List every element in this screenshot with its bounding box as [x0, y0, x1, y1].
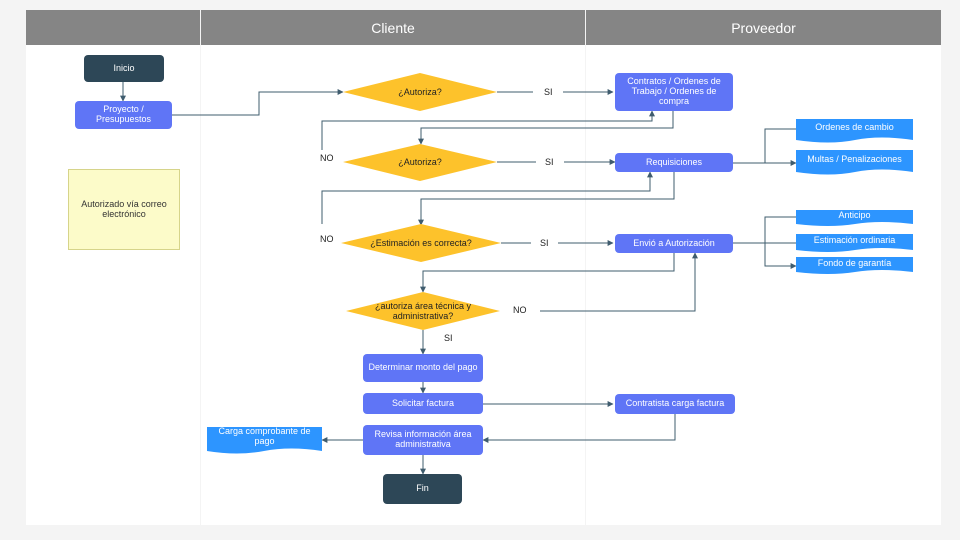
document-carga-shape: [207, 427, 322, 454]
decision-tecnica-shape: [346, 292, 500, 330]
decision-tecnica-label[interactable]: ¿autoriza área técnica y administrativa?: [374, 300, 472, 321]
proyecto-node[interactable]: Proyecto / Presupuestos: [75, 101, 172, 129]
edge-autoriza2-no-loop: [321, 171, 653, 224]
fondo-garantia-label[interactable]: Fondo de garantía: [817, 257, 892, 268]
decision-autoriza2-shape: [343, 144, 497, 181]
edge-requisiciones-branches: [733, 128, 796, 163]
lane-cliente-header: Cliente: [201, 10, 585, 45]
decision-autoriza1-label[interactable]: ¿Autoriza?: [398, 86, 442, 97]
determinar-node[interactable]: Determinar monto del pago: [363, 354, 483, 382]
decision-autoriza1-shape: [343, 73, 497, 111]
edge-label-no-3: NO: [513, 305, 527, 315]
lane-proveedor-header: Proveedor: [586, 10, 941, 45]
edge-label-si-4: SI: [444, 333, 453, 343]
document-estimacion-ord-shape: [796, 234, 913, 252]
edge-contratista-revisa: [482, 414, 676, 443]
edge-autoriza1-no-loop: [321, 110, 655, 150]
edge-tecnica-no-envio: [540, 252, 698, 312]
edge-label-si-1: SI: [544, 87, 553, 97]
ordenes-cambio-label[interactable]: Ordenes de cambio: [815, 122, 894, 133]
carga-comprobante-label[interactable]: Carga comprobante de pago: [218, 426, 311, 446]
edge-label-no-1: NO: [320, 153, 334, 163]
envio-node[interactable]: Envió a Autorización: [615, 234, 733, 253]
edge-envio-branches: [733, 216, 796, 266]
multas-label[interactable]: Multas / Penalizaciones: [807, 154, 902, 165]
edge-proyecto-autoriza1: [172, 89, 344, 116]
edge-label-no-2: NO: [320, 234, 334, 244]
document-ordenes-cambio-shape: [796, 119, 913, 143]
decision-estimacion-shape: [341, 224, 501, 262]
document-fondo-shape: [796, 257, 913, 274]
contratista-node[interactable]: Contratista carga factura: [615, 394, 735, 414]
edge-envio-tecnica: [420, 253, 675, 293]
fin-node[interactable]: Fin: [383, 474, 462, 504]
inicio-node[interactable]: Inicio: [84, 55, 164, 82]
edge-label-si-2: SI: [545, 157, 554, 167]
edge-contratos-autoriza2: [418, 111, 674, 145]
lane-left-header: [26, 10, 200, 45]
requisiciones-node[interactable]: Requisiciones: [615, 153, 733, 172]
solicitar-node[interactable]: Solicitar factura: [363, 393, 483, 414]
decision-estimacion-label[interactable]: ¿Estimación es correcta?: [370, 237, 472, 248]
edge-label-si-3: SI: [540, 238, 549, 248]
edge-requisiciones-estimacion: [418, 172, 675, 226]
decision-autoriza2-label[interactable]: ¿Autoriza?: [398, 156, 442, 167]
contratos-node[interactable]: Contratos / Ordenes de Trabajo / Ordenes…: [615, 73, 733, 111]
revisa-node[interactable]: Revisa información área administrativa: [363, 425, 483, 455]
nota-correo: Autorizado vía correo electrónico: [68, 169, 180, 250]
document-multas-shape: [796, 150, 913, 175]
anticipo-label[interactable]: Anticipo: [838, 210, 871, 221]
estimacion-ordinaria-label[interactable]: Estimación ordinaria: [813, 235, 896, 246]
document-anticipo-shape: [796, 210, 913, 226]
